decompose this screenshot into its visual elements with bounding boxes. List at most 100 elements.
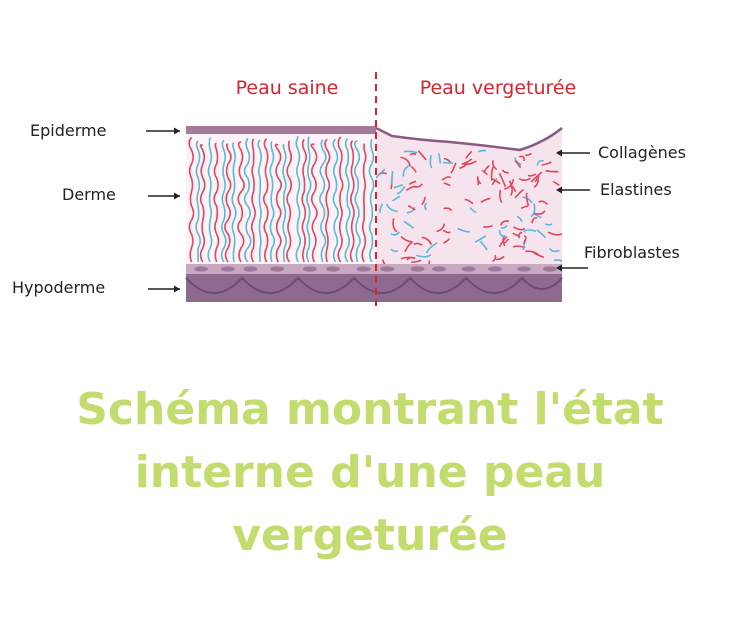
collagen-fragment xyxy=(443,182,451,187)
collagen-fragment xyxy=(400,256,416,260)
collagen-fragment xyxy=(480,197,491,204)
elastin-fragment xyxy=(390,248,399,253)
fibres-healthy xyxy=(188,135,375,263)
collagen-fragment xyxy=(545,169,559,173)
collagen-fragment xyxy=(410,165,417,173)
arrow-elastines-head xyxy=(556,186,562,194)
collagen-fragment xyxy=(443,238,451,244)
label-collagenes: Collagènes xyxy=(598,143,686,162)
elastin-fragment xyxy=(416,254,432,258)
collagen-fragment xyxy=(481,169,488,176)
elastin-fibre xyxy=(353,139,361,263)
elastin-fibre xyxy=(257,139,262,263)
label-elastines: Elastines xyxy=(600,180,672,199)
elastin-fragment xyxy=(500,225,508,229)
fibroblast-cell xyxy=(516,266,531,272)
fibroblast-cell xyxy=(220,266,235,272)
label-epiderme: Epiderme xyxy=(30,121,106,140)
collagen-fragment xyxy=(508,180,513,197)
collagen-fragment xyxy=(498,172,507,188)
collagen-fibre xyxy=(286,140,293,263)
fibroblast-cell xyxy=(380,266,395,272)
label-hypoderme: Hypoderme xyxy=(12,278,105,297)
elastin-fragment xyxy=(392,195,401,202)
elastin-fragment xyxy=(429,154,433,169)
elastin-fragment xyxy=(553,259,562,263)
fibroblast-cell xyxy=(270,266,285,272)
elastin-fibre xyxy=(220,139,227,263)
arrow-hypoderme-head xyxy=(174,285,180,293)
collagen-fragment xyxy=(404,242,413,253)
collagen-fibre xyxy=(188,136,195,263)
collagen-fragment xyxy=(421,196,427,206)
elastin-fragment xyxy=(393,184,404,189)
elastin-fragment xyxy=(390,231,400,236)
fibres-stretch-marked xyxy=(376,149,562,272)
elastin-fibre xyxy=(243,137,252,263)
fibroblast-cell xyxy=(543,266,557,272)
collagen-fragment xyxy=(530,171,543,183)
elastin-fragment xyxy=(549,248,560,253)
elastin-fragment xyxy=(516,215,523,223)
elastin-fibre xyxy=(231,142,237,263)
elastin-fibre xyxy=(344,137,351,263)
fibroblast-cells xyxy=(194,266,557,272)
collagen-fragment xyxy=(459,161,468,170)
collagen-fragment xyxy=(552,181,560,186)
fibroblast-cell xyxy=(356,266,371,272)
hypodermis-waves xyxy=(185,276,563,294)
elastin-fragment xyxy=(403,150,418,154)
collagen-fragment xyxy=(400,156,411,167)
elastin-fragment xyxy=(425,242,438,254)
elastin-fragment xyxy=(522,196,533,204)
collagen-fragment xyxy=(533,210,546,215)
elastin-fragment xyxy=(402,164,411,177)
label-fibroblastes: Fibroblastes xyxy=(584,243,680,262)
elastin-fragment xyxy=(530,203,536,218)
collagen-fragment xyxy=(525,192,530,207)
label-derme: Derme xyxy=(62,185,116,204)
collagen-fragment xyxy=(504,179,515,190)
collagen-fragment xyxy=(407,204,416,211)
elastin-fragment xyxy=(385,203,398,213)
collagen-fragment xyxy=(532,251,545,259)
arrow-epiderme-head xyxy=(174,127,180,135)
collagen-fragment xyxy=(413,242,423,246)
collagen-fragment xyxy=(514,188,524,199)
collagen-fragment xyxy=(503,238,510,244)
collagen-fragment xyxy=(411,259,422,263)
collagen-fragment xyxy=(392,218,398,233)
elastin-fibre xyxy=(368,138,375,263)
collagen-fragment xyxy=(547,231,562,236)
fibroblast-layer xyxy=(186,264,562,274)
collagen-fibre xyxy=(224,143,232,263)
collagen-fragment xyxy=(450,162,457,174)
collagen-fragment xyxy=(520,205,529,210)
elastin-fragment xyxy=(403,220,415,229)
collagen-fragment xyxy=(518,177,531,182)
collagen-fibre xyxy=(361,143,367,263)
collagen-fragment xyxy=(491,160,498,171)
elastin-fibre xyxy=(306,136,312,263)
collagen-fragment xyxy=(443,158,452,163)
elastin-fragment xyxy=(457,227,471,233)
fibroblast-cell xyxy=(243,266,258,272)
caption: Schéma montrant l'état interne d'une pea… xyxy=(76,384,664,561)
elastin-fragment xyxy=(477,149,487,153)
collagen-fragment xyxy=(534,175,540,183)
header-healthy-skin: Peau saine xyxy=(236,77,339,99)
collagen-fragment xyxy=(476,177,480,186)
elastin-fragment xyxy=(437,152,441,164)
elastin-fragment xyxy=(406,206,416,214)
collagen-fragment xyxy=(483,224,493,228)
collagen-fibre xyxy=(310,143,318,263)
collagen-fragment xyxy=(441,176,452,181)
collagen-fragment xyxy=(491,178,498,186)
elastin-fibre xyxy=(207,137,213,263)
collagen-fragment xyxy=(522,235,527,245)
collagen-fragment xyxy=(465,150,473,160)
fibroblast-cell xyxy=(432,266,446,272)
collagen-fragment xyxy=(538,200,549,206)
collagen-fragment xyxy=(436,223,446,233)
